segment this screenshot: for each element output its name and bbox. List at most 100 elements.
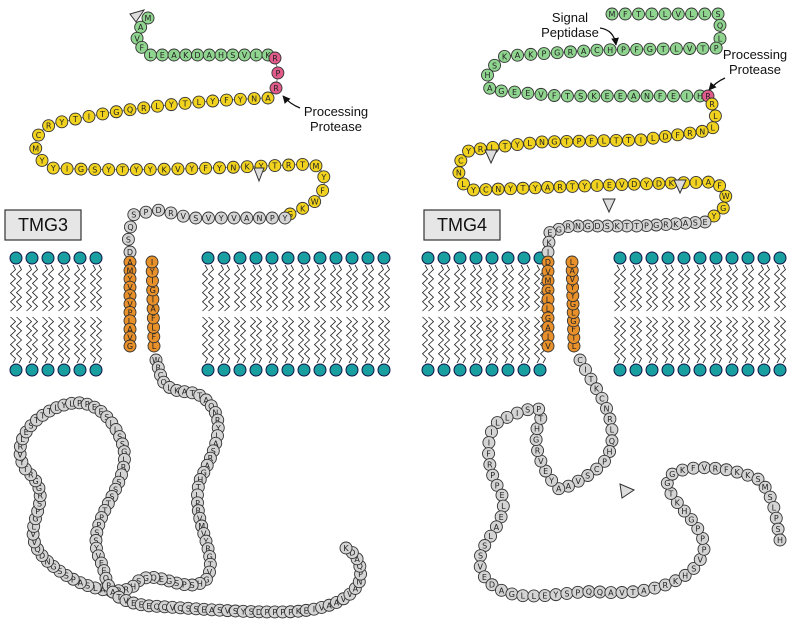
residue-letter: K bbox=[673, 577, 679, 586]
residue-letter: Y bbox=[147, 165, 153, 174]
residue bbox=[632, 7, 645, 21]
residue-letter: Q bbox=[717, 21, 723, 30]
residue-letter: L bbox=[718, 35, 723, 44]
residue-letter: F bbox=[717, 182, 722, 191]
residue-letter: D bbox=[39, 552, 45, 561]
residue-letter: R bbox=[535, 447, 541, 456]
lipid-head bbox=[645, 363, 659, 377]
residue-letter: I bbox=[151, 277, 153, 286]
lipid-tail bbox=[629, 316, 637, 364]
residue-letter: Y bbox=[39, 156, 45, 165]
lipid-tail bbox=[459, 316, 467, 364]
residue-letter: P bbox=[182, 581, 187, 590]
residue-letter: Y bbox=[581, 182, 587, 191]
lipid-head bbox=[377, 251, 391, 265]
residue-letter: H bbox=[534, 425, 540, 434]
residue-letter: L bbox=[31, 522, 36, 531]
residue bbox=[671, 128, 685, 142]
residue-letter: G bbox=[143, 574, 149, 583]
residue-letter: Q bbox=[162, 603, 168, 612]
residue-letter: F bbox=[571, 325, 576, 334]
lipid-tail bbox=[773, 316, 781, 364]
lipid-head bbox=[297, 251, 311, 265]
residue-letter: K bbox=[680, 466, 686, 475]
residue-letter: S bbox=[755, 475, 760, 484]
lipid-head bbox=[361, 251, 375, 265]
residue-letter: S bbox=[120, 440, 125, 449]
residue bbox=[481, 68, 494, 82]
lipid-tail bbox=[469, 316, 477, 364]
residue bbox=[687, 562, 701, 575]
residue-letter: K bbox=[528, 50, 534, 59]
lipid-head bbox=[73, 363, 87, 377]
residue-letter: L bbox=[254, 51, 259, 60]
residue-letter: G bbox=[664, 479, 670, 488]
residue-letter: C bbox=[594, 46, 600, 55]
residue-letter: Y bbox=[569, 292, 575, 301]
residue bbox=[677, 504, 691, 518]
lipid-head bbox=[437, 251, 451, 265]
residue-letter: T bbox=[519, 184, 525, 193]
residue bbox=[220, 93, 233, 107]
residue-letter: L bbox=[527, 139, 532, 148]
residue bbox=[268, 51, 282, 65]
lipid-tail bbox=[459, 264, 467, 312]
lipid-tail bbox=[491, 316, 499, 364]
residue-letter: R bbox=[121, 463, 127, 472]
lipid-tail bbox=[635, 316, 643, 364]
residue-letter: R bbox=[687, 129, 693, 138]
residue-letter: N bbox=[644, 92, 650, 101]
residue-letter: G bbox=[570, 317, 576, 326]
residue-letter: C bbox=[36, 131, 42, 140]
lipid-tail bbox=[233, 264, 241, 312]
residue-letter: Y bbox=[93, 544, 99, 553]
residue bbox=[46, 161, 60, 175]
residue bbox=[605, 7, 619, 21]
residue-letter: P bbox=[575, 588, 580, 597]
residue-letter: V bbox=[242, 51, 248, 60]
residue-letter: A bbox=[545, 183, 551, 192]
lipid-head bbox=[485, 363, 499, 377]
residue bbox=[102, 163, 116, 177]
lipid-head bbox=[517, 251, 531, 265]
residue-letter: R bbox=[168, 209, 174, 218]
residue bbox=[541, 339, 555, 353]
residue bbox=[618, 7, 632, 21]
lipid-head bbox=[693, 363, 707, 377]
residue-letter: N bbox=[699, 127, 705, 136]
residue-letter: V bbox=[676, 10, 682, 19]
lipid-tail bbox=[217, 316, 225, 364]
residue bbox=[452, 166, 466, 180]
residue-letter: L bbox=[215, 432, 220, 441]
lipid-head bbox=[741, 363, 755, 377]
residue-letter: L bbox=[572, 342, 577, 351]
residue-letter: V bbox=[702, 464, 708, 473]
residue bbox=[696, 41, 710, 55]
lipid-tail bbox=[613, 264, 621, 312]
lipid-tail bbox=[335, 264, 343, 312]
residue-letter: Y bbox=[58, 118, 64, 127]
residue-letter: E bbox=[542, 592, 547, 601]
residue bbox=[545, 473, 559, 487]
residue-letter: I bbox=[516, 409, 518, 418]
residue bbox=[240, 211, 254, 225]
residue-letter: G bbox=[36, 484, 42, 493]
lipid-tail bbox=[329, 264, 337, 312]
residue-letter: M bbox=[313, 162, 320, 171]
residue bbox=[339, 541, 353, 555]
residue-letter: R bbox=[46, 122, 52, 131]
residue-letter: R bbox=[557, 183, 563, 192]
residue bbox=[683, 126, 697, 140]
residue-letter: L bbox=[501, 502, 506, 511]
lipid-tail bbox=[747, 264, 755, 312]
residue-letter: F bbox=[151, 333, 156, 342]
lipid-tail bbox=[313, 264, 321, 312]
residue-letter: K bbox=[343, 544, 349, 553]
cleavage-triangle-icon bbox=[484, 149, 498, 165]
residue-letter: V bbox=[538, 457, 544, 466]
residue-letter: K bbox=[245, 163, 251, 172]
residue bbox=[206, 94, 220, 108]
residue bbox=[308, 195, 322, 209]
residue bbox=[151, 99, 164, 113]
